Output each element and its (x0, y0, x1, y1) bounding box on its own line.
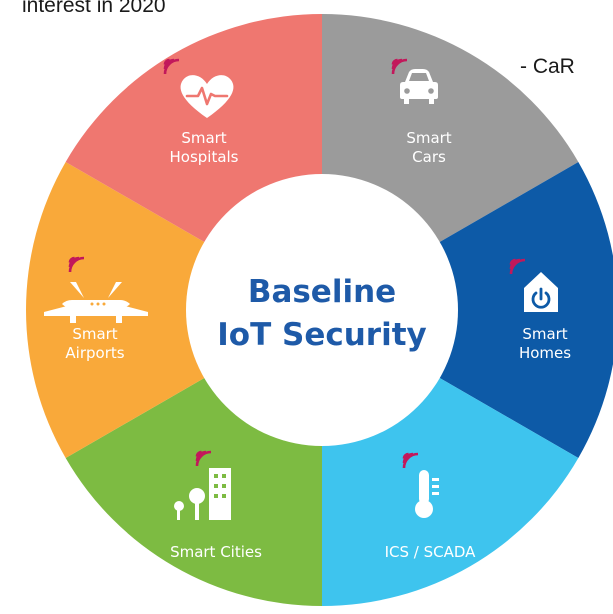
car-icon (391, 58, 438, 104)
segment-smart-hospitals (65, 14, 322, 246)
thermometer-icon (402, 452, 439, 518)
label-ics-scada: ICS / SCADA (385, 543, 477, 561)
label-smart-airports-1: Smart (72, 325, 117, 343)
segment-ics-scada (322, 374, 579, 606)
city-icon (174, 450, 231, 520)
segment-smart-cars (322, 14, 579, 246)
heart-pulse-icon (163, 58, 234, 118)
label-smart-cars-2: Cars (412, 148, 446, 166)
center-circle (186, 174, 458, 446)
airplane-icon (44, 256, 148, 323)
label-smart-hospitals-1: Smart (181, 129, 226, 147)
center-title-line2: IoT Security (217, 317, 427, 353)
segment-smart-homes (433, 162, 613, 458)
label-smart-airports-2: Airports (65, 344, 124, 362)
home-power-icon (509, 258, 558, 312)
label-smart-cities: Smart Cities (170, 543, 262, 561)
header-text: interest in 2020 (22, 0, 166, 17)
center-title-line1: Baseline (248, 274, 396, 310)
label-smart-homes-1: Smart (522, 325, 567, 343)
side-text: - CaR (520, 55, 575, 78)
label-smart-cars-1: Smart (406, 129, 451, 147)
label-smart-hospitals-2: Hospitals (169, 148, 238, 166)
label-smart-homes-2: Homes (519, 344, 571, 362)
